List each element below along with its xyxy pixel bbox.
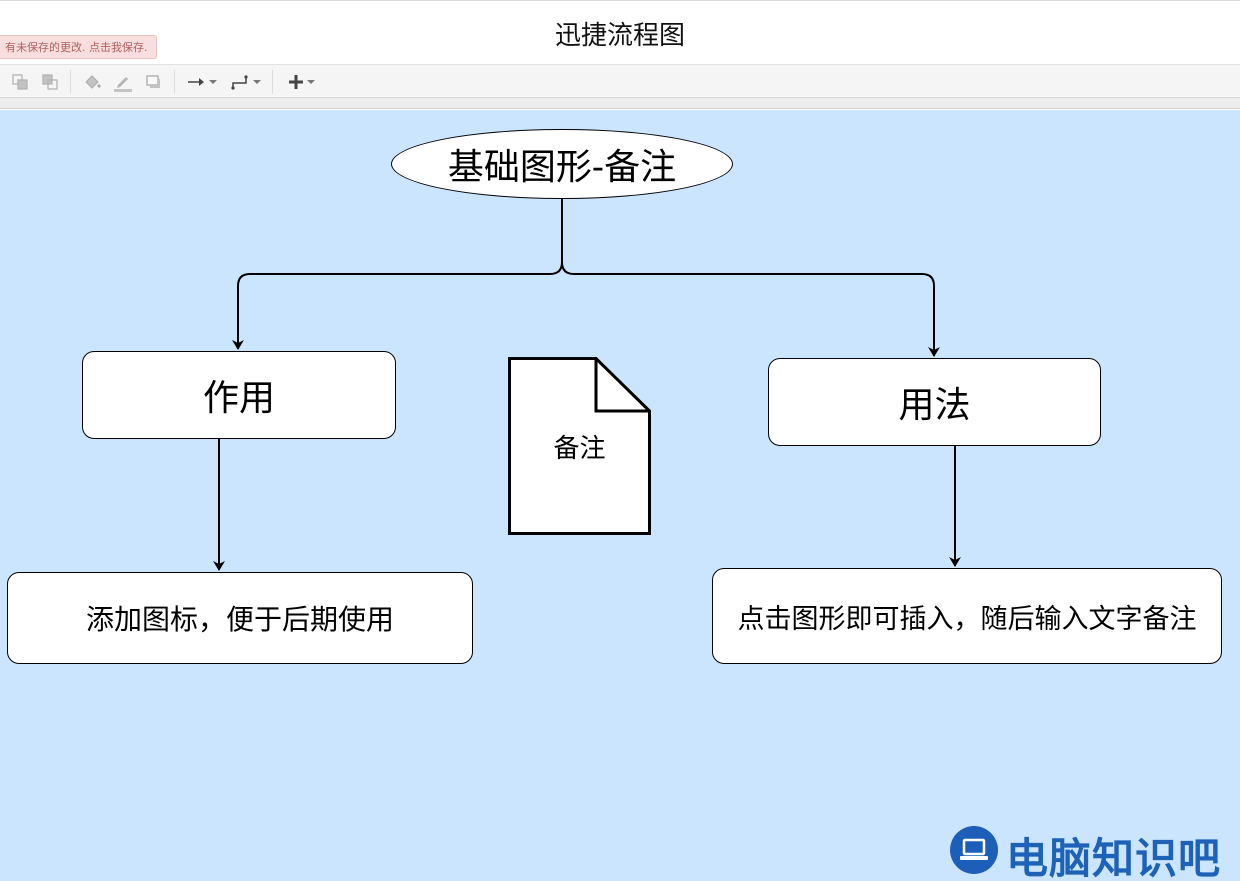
connector-root-to-right[interactable] (561, 199, 940, 357)
fill-color-icon[interactable] (80, 69, 104, 95)
format-toolbar (0, 64, 1240, 98)
to-front-icon[interactable] (8, 69, 32, 95)
unsaved-changes-notice[interactable]: 有未保存的更改. 点击我保存. (0, 35, 157, 59)
left-detail-node[interactable]: 添加图标，便于后期使用 (7, 572, 473, 664)
connector-layer (213, 199, 961, 571)
laptop-icon (950, 826, 998, 874)
connection-arrow-icon[interactable] (184, 69, 220, 95)
to-back-icon[interactable] (38, 69, 62, 95)
ruler-strip (0, 98, 1240, 109)
shadow-icon[interactable] (142, 69, 166, 95)
note-page-icon (508, 357, 651, 535)
connector-root-to-left[interactable] (232, 199, 563, 350)
toolbar-separator (70, 70, 71, 94)
note-shape[interactable]: 备注 (508, 357, 651, 535)
site-watermark: 电脑知识吧 (948, 823, 1240, 881)
app-title: 迅捷流程图 (554, 21, 685, 51)
toolbar-separator (174, 70, 175, 94)
waypoint-icon[interactable] (228, 69, 264, 95)
watermark-text: 电脑知识吧 (1006, 834, 1222, 881)
insert-plus-icon[interactable] (284, 69, 320, 95)
line-color-icon[interactable] (110, 69, 136, 95)
note-label: 备注 (553, 433, 606, 464)
right-branch-node[interactable]: 用法 (768, 358, 1101, 446)
left-branch-node[interactable]: 作用 (82, 351, 396, 439)
toolbar-separator (272, 70, 273, 94)
right-detail-node[interactable]: 点击图形即可插入，随后输入文字备注 (712, 568, 1222, 664)
app-header: 迅捷流程图 有未保存的更改. 点击我保存. (0, 0, 1240, 64)
root-ellipse-node[interactable]: 基础图形-备注 (391, 129, 733, 199)
diagram-canvas[interactable]: 基础图形-备注 作用 用法 备注 添加图标，便于后期使用 点击图形即可插入，随后… (0, 110, 1240, 881)
